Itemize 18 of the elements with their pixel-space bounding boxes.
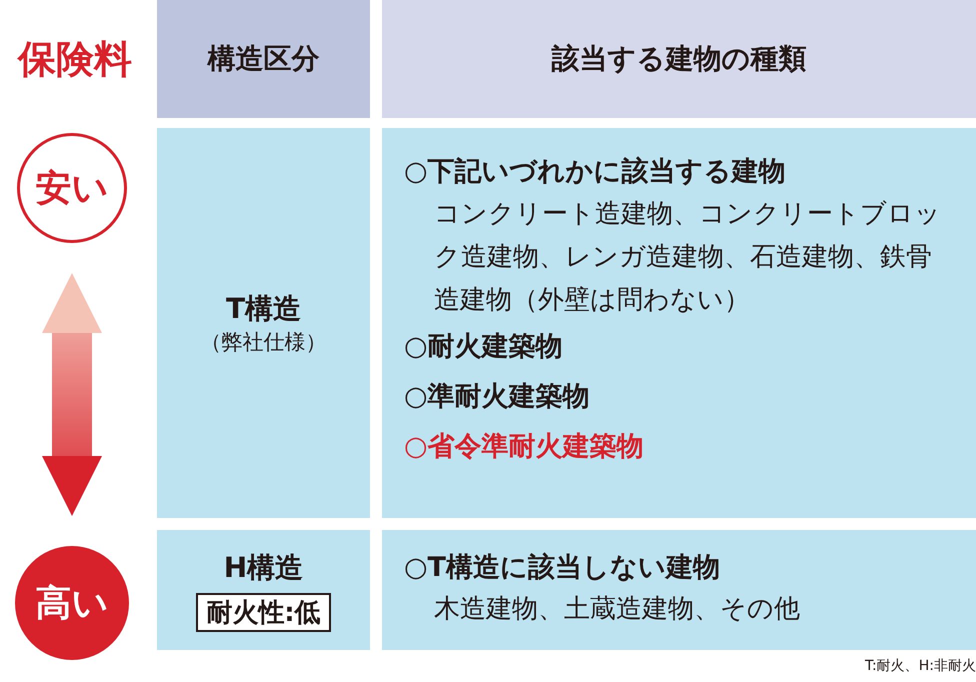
item-heading: ○準耐火建築物: [404, 380, 590, 414]
item-description: 木造建物、土蔵造建物、その他: [433, 593, 800, 626]
column-heading: 構造区分: [208, 41, 320, 77]
rating-box: 耐火性:低: [196, 592, 331, 632]
item-heading: ○耐火建築物: [404, 330, 563, 364]
footnote: T:耐火、H:非耐火: [865, 657, 976, 675]
column-heading: 該当する建物の種類: [552, 41, 806, 77]
item-heading: ○T構造に該当しない建物: [404, 551, 720, 585]
structure-note: （弊社仕様）: [200, 329, 326, 356]
circle-badge: 高い: [15, 546, 129, 660]
item-heading: ○下記いづれかに該当する建物: [404, 155, 786, 189]
row-heading: 保険料: [16, 36, 133, 83]
double-arrow: [42, 273, 102, 516]
structure-name: H構造: [224, 550, 304, 586]
item-description: コンクリート造建物、コンクリートブロック造建物、レンガ造建物、石造建物、鉄骨造建物（外壁は問わない）: [433, 198, 942, 317]
structure-name: T構造: [226, 291, 302, 327]
circle-badge: 安い: [17, 133, 127, 243]
item-heading: ○省令準耐火建築物: [404, 430, 644, 464]
